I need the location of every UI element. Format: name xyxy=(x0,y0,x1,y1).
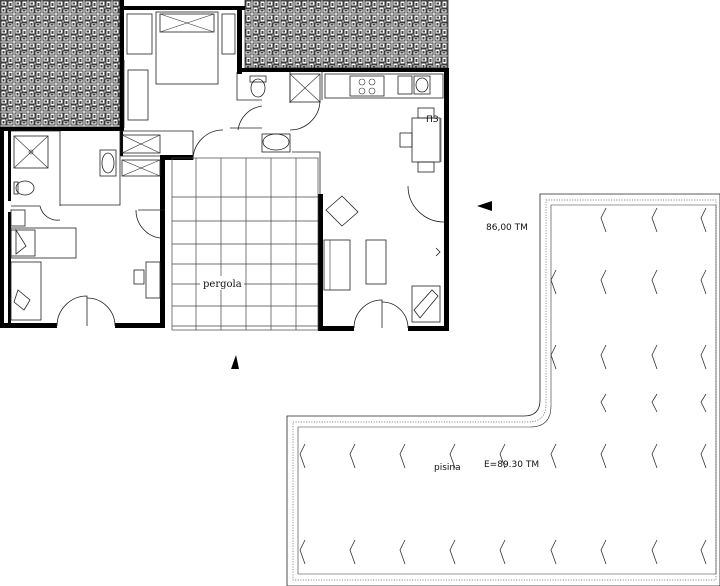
pool xyxy=(286,193,720,586)
elevation-label: 86,00 TM xyxy=(486,223,528,233)
left-bedroom-furniture xyxy=(10,209,161,321)
pergola-grid xyxy=(171,157,319,331)
pergola-label-bg xyxy=(200,276,244,290)
walls xyxy=(0,0,449,331)
doors xyxy=(39,99,445,329)
dining-set: ПЗ xyxy=(399,107,442,173)
pool-name-label: pisina xyxy=(434,463,461,473)
pergola-label: pergola xyxy=(203,279,242,290)
bathroom-kitchen xyxy=(249,73,444,153)
north-arrow-icon xyxy=(477,201,492,211)
bedroom-furniture xyxy=(126,11,236,121)
pool-elevation-label: E=89.30 TM xyxy=(484,460,539,470)
level-triangle-icon xyxy=(231,355,239,369)
pool-wave-marks xyxy=(299,207,707,565)
living-room-furniture xyxy=(323,195,441,323)
bathroom-left xyxy=(13,134,161,196)
stone-terraces xyxy=(0,0,449,128)
sign-label: ПЗ xyxy=(426,115,439,125)
